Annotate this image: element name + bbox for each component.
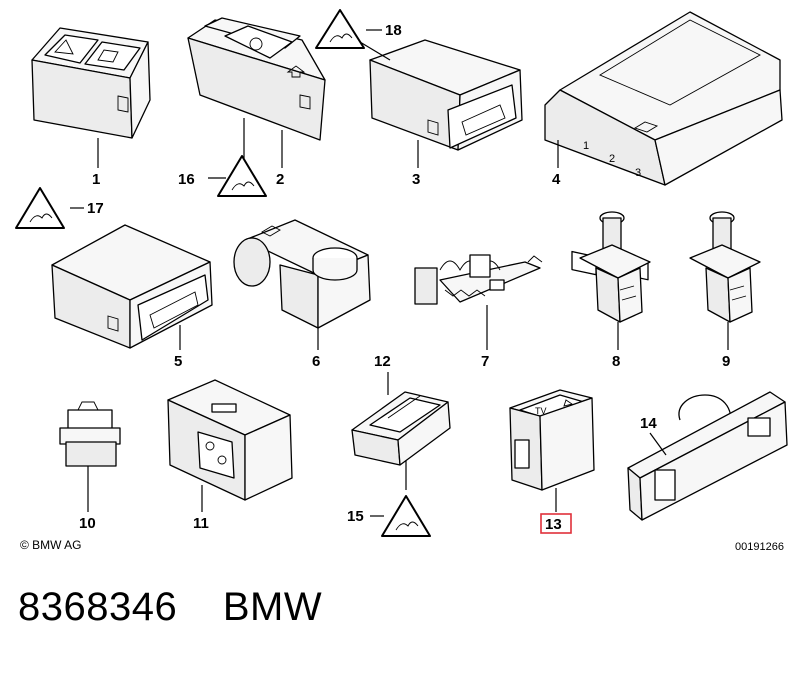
part-12-rocker-switch [351, 391, 451, 466]
key-label-3: 3 [635, 167, 641, 179]
part-10-connector [59, 401, 121, 467]
warning-triangle-18-icon [315, 9, 365, 49]
callout-7: 7 [481, 353, 489, 370]
warning-triangle-icon [54, 39, 74, 55]
callout-18: 18 [385, 22, 402, 39]
part-1-hazard-switch [31, 27, 151, 139]
callout-14: 14 [640, 415, 657, 432]
callout-11: 11 [193, 515, 209, 532]
part-6-sensor [233, 219, 371, 329]
callout-17: 17 [87, 200, 104, 217]
leader-14 [649, 432, 667, 456]
callout-1: 1 [92, 171, 100, 188]
callout-4: 4 [552, 171, 561, 188]
callout-3: 3 [412, 171, 420, 188]
callout-8: 8 [612, 353, 620, 370]
callout-9: 9 [722, 353, 730, 370]
callout-15: 15 [347, 508, 364, 525]
part-5-switch [51, 224, 213, 349]
copyright-text: © BMW AG [20, 538, 82, 552]
footer-caption: 8368346 BMW [18, 585, 322, 630]
part-14-module [627, 391, 788, 521]
callout-10: 10 [79, 515, 96, 532]
highlight-box [540, 513, 572, 534]
tv-label: TV [535, 406, 547, 416]
brand-name: BMW [222, 585, 323, 629]
callout-12: 12 [374, 353, 391, 370]
warning-triangle-17-icon [15, 187, 65, 229]
callout-6: 6 [312, 353, 320, 370]
callout-2: 2 [276, 171, 284, 188]
key-label-1: 1 [583, 140, 589, 152]
warning-triangle-16-icon [217, 155, 267, 197]
callout-16: 16 [178, 171, 195, 188]
part-13-tv-switch [509, 389, 595, 491]
drawing-number: 00191266 [735, 541, 784, 553]
part-7-bracket [414, 254, 543, 305]
part-8-plunger-switch [579, 211, 651, 323]
part-number: 8368346 [18, 585, 178, 629]
key-label-2: 2 [609, 153, 615, 165]
part-2-switch [187, 17, 326, 141]
callout-13: 13 [545, 516, 562, 533]
callout-5: 5 [174, 353, 182, 370]
part-4-switch-block [544, 11, 783, 281]
part-11-seat-switch [167, 379, 293, 501]
part-9-plunger-switch [689, 211, 761, 323]
part-3-switch [369, 39, 523, 151]
warning-triangle-15-icon [381, 495, 431, 537]
